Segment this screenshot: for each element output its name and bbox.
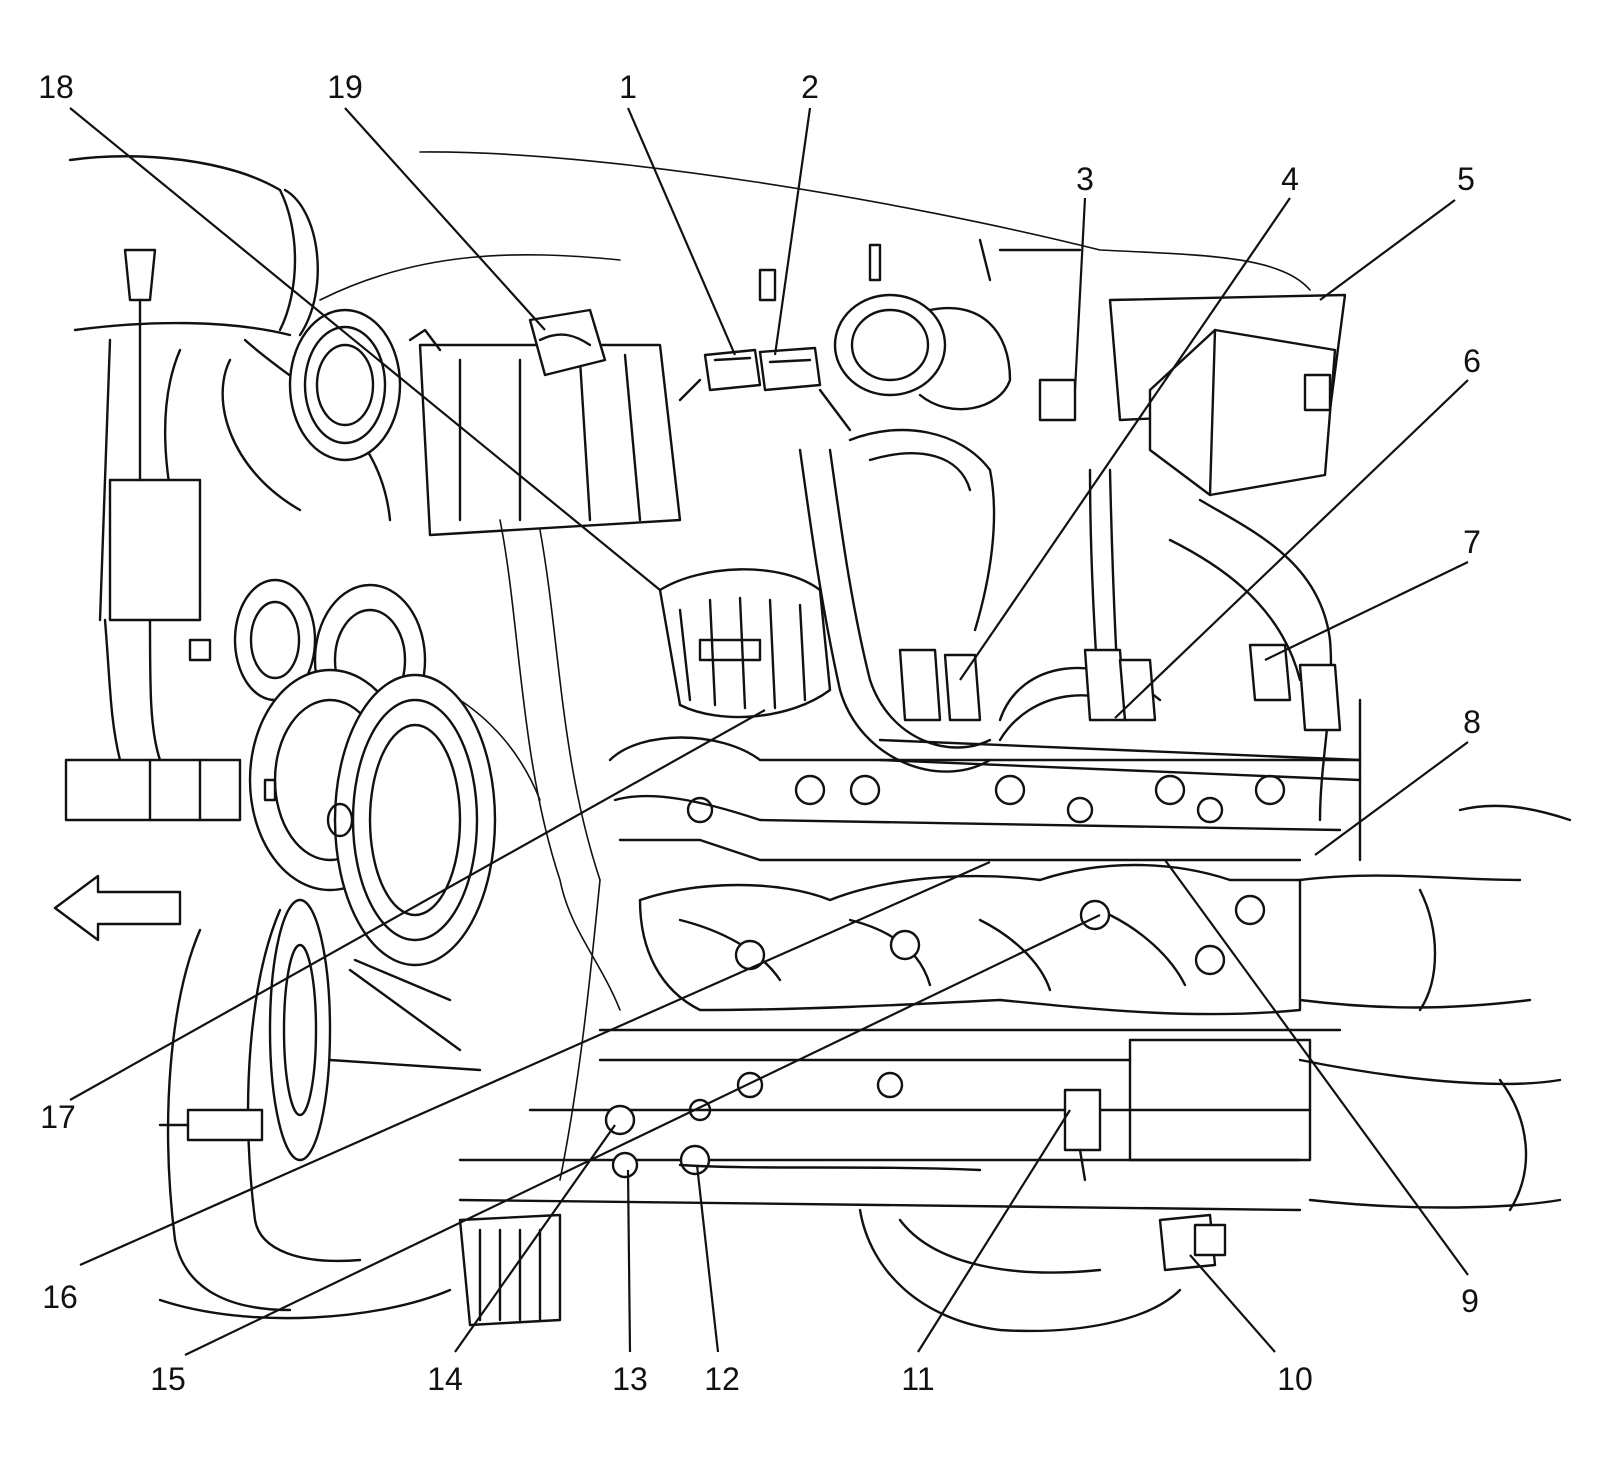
leader-8 [1314,741,1469,856]
callout-leaders [69,107,1469,1356]
callout-1: 1 [619,69,637,105]
coolant-hose-left [64,248,242,822]
leader-16 [79,860,991,1267]
leader-3 [1073,197,1087,391]
callout-17: 17 [40,1099,76,1135]
hood-outline [419,151,1311,291]
callout-9: 9 [1461,1283,1479,1319]
fuel-filter-housing [1108,293,1347,497]
callout-6: 6 [1463,343,1481,379]
engine-block [458,1028,1342,1212]
engine-line-art [64,151,1572,1333]
leader-5 [1319,199,1456,301]
callout-8: 8 [1463,704,1481,740]
leader-7 [1264,561,1469,661]
exhaust-manifold [638,863,1302,1016]
ac-compressor [408,308,682,537]
leader-11 [917,1109,1071,1353]
leader-6 [1114,379,1469,719]
callout-10: 10 [1277,1361,1313,1397]
callout-11: 11 [901,1361,934,1397]
harness-connector [658,568,832,719]
leader-2 [773,107,812,356]
oil-pan [858,1208,1227,1333]
throttle-body [758,238,1082,422]
arrow-left-icon [53,874,182,942]
leader-14 [454,1124,616,1353]
callout-19: 19 [327,69,363,105]
callout-labels: 1 2 3 4 5 6 7 8 9 10 11 12 13 14 15 16 1… [38,69,1481,1397]
starter-motor [458,1213,562,1327]
callout-7: 7 [1463,524,1481,560]
cylinder-head [608,698,1362,862]
callout-14: 14 [427,1361,463,1397]
leader-15 [184,914,1101,1356]
callout-12: 12 [704,1361,740,1397]
callout-16: 16 [42,1279,78,1315]
leader-17 [69,709,766,1101]
callout-5: 5 [1457,161,1475,197]
leader-10 [1189,1254,1276,1353]
callout-15: 15 [150,1361,186,1397]
leader-1 [626,107,737,356]
leader-18 [69,107,661,591]
leader-19 [344,107,546,331]
callout-3: 3 [1076,161,1094,197]
drive-belt [499,519,621,1011]
leader-13 [626,1169,632,1353]
exhaust-outlet [1298,804,1572,1212]
leader-12 [695,1164,720,1353]
leader-9 [1164,859,1469,1276]
lower-radiator-hose [158,908,452,1320]
callout-13: 13 [612,1361,648,1397]
callout-4: 4 [1281,161,1299,197]
sensor-connectors-top [678,346,852,432]
leader-4 [959,197,1291,681]
callout-18: 18 [38,69,74,105]
wire-harness [798,428,1333,822]
callout-2: 2 [801,69,819,105]
pulley-group [233,308,497,1162]
